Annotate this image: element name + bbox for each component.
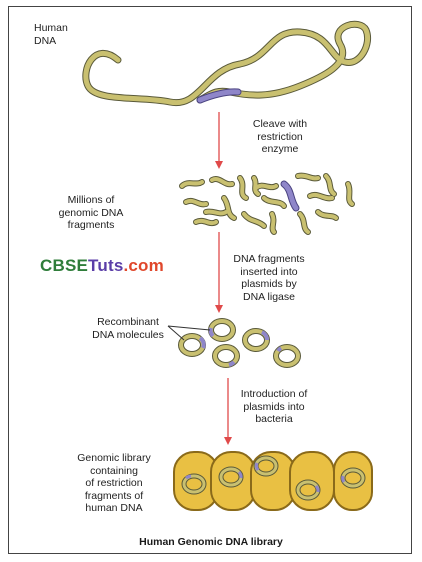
label-line: DNA [34, 34, 57, 47]
label-line: Cleave with [252, 118, 308, 130]
label-line: DNA fragments [233, 253, 305, 265]
gene-fragment [281, 181, 299, 211]
plasmid [273, 344, 301, 368]
label-line: genomic DNA [58, 206, 124, 219]
brand-tuts: Tuts [88, 256, 124, 275]
label-line: Millions of [67, 194, 115, 206]
label-line: inserted into [240, 265, 298, 278]
plasmid [178, 333, 206, 357]
brand-dotcom: .com [123, 256, 164, 275]
label-line: of restriction [85, 477, 143, 489]
brand-logo: CBSETuts.com [40, 256, 164, 276]
label-line: Recombinant [97, 316, 159, 328]
label-line: human DNA [85, 502, 143, 514]
label-line: Introduction of [240, 388, 308, 400]
label-line: fragments of [84, 489, 144, 502]
bacterium [210, 451, 256, 511]
label-line: Genomic library [77, 452, 151, 464]
figure-caption: Human Genomic DNA library [139, 536, 283, 548]
label-line: enzyme [261, 143, 299, 155]
brand-cbse: CBSE [40, 256, 89, 275]
bacterium [333, 451, 373, 511]
label-fragments: Millions of genomic DNA fragments [46, 194, 136, 232]
label-line: bacteria [255, 413, 293, 425]
diagram-frame [8, 6, 412, 554]
label-line: plasmids by [241, 278, 297, 290]
label-human-dna: Human DNA [34, 22, 68, 47]
bacteria-cells [173, 451, 373, 511]
recombinant-plasmids [178, 318, 301, 368]
label-cleave: Cleave with restriction enzyme [244, 118, 316, 156]
recombinant-pointer-lines [167, 325, 211, 341]
label-introduction: Introduction of plasmids into bacteria [232, 388, 316, 426]
label-line: restriction [257, 130, 303, 143]
label-line: DNA ligase [243, 290, 295, 303]
label-line: Human [34, 22, 68, 34]
plasmid [242, 328, 270, 352]
human-dna-strand [82, 20, 371, 107]
label-line: plasmids into [243, 400, 305, 413]
bacterium [289, 451, 335, 511]
label-line: fragments [67, 219, 115, 231]
label-library: Genomic library containing of restrictio… [64, 452, 164, 515]
label-ligase: DNA fragments inserted into plasmids by … [226, 253, 312, 303]
label-recombinant: Recombinant DNA molecules [86, 316, 170, 341]
label-line: DNA molecules [92, 328, 164, 341]
plasmid [212, 344, 240, 368]
plasmid [208, 318, 236, 342]
bacterium [250, 451, 296, 511]
label-line: containing [90, 464, 138, 477]
target-gene-segment [197, 89, 241, 103]
dna-fragments [179, 172, 355, 235]
